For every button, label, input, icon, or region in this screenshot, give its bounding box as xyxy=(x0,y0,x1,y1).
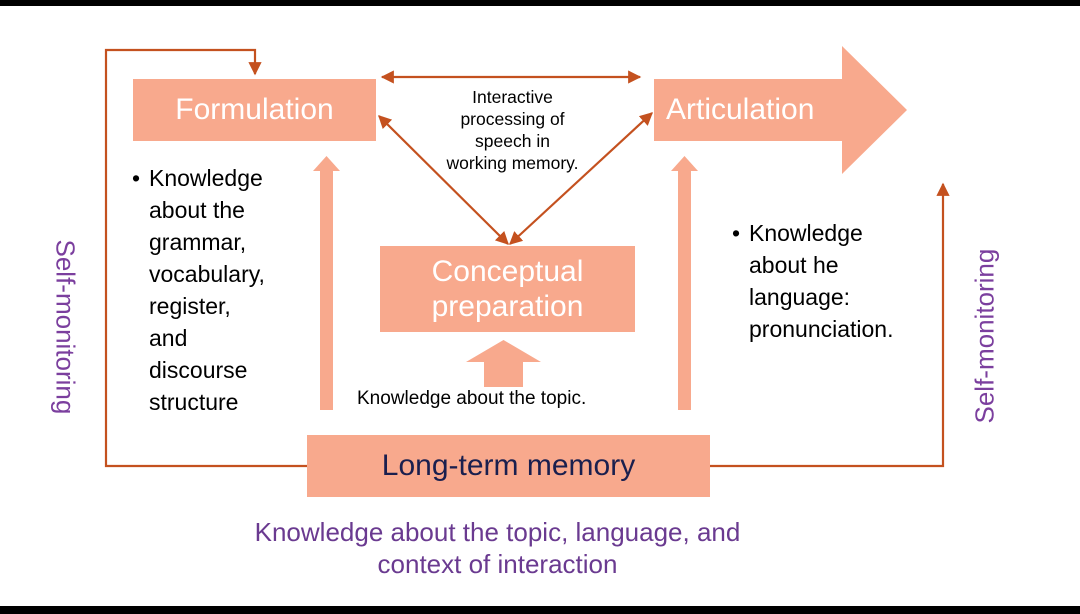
topic-knowledge-text: Knowledge about the topic. xyxy=(357,388,587,409)
articulation-knowledge-line: language: xyxy=(749,284,851,310)
articulation-knowledge-line: pronunciation. xyxy=(749,316,894,342)
articulation-arrow-shape xyxy=(654,46,907,174)
articulation-knowledge-list: • Knowledge about he language: pronuncia… xyxy=(732,217,942,345)
self-monitoring-left-label: Self-monitoring xyxy=(50,239,81,415)
formulation-knowledge-line: register, xyxy=(149,293,231,319)
conceptual-preparation-line-2: preparation xyxy=(431,290,584,323)
self-monitoring-right-loop xyxy=(710,182,950,468)
articulation-knowledge-line: about he xyxy=(749,252,839,278)
up-arrow-articulation xyxy=(671,156,698,410)
formulation-knowledge-line: and xyxy=(149,325,188,351)
long-term-memory-box: Long-term memory xyxy=(307,435,710,497)
connector-articulation-concept xyxy=(509,112,653,245)
formulation-knowledge-list: • Knowledge about the grammar, vocabular… xyxy=(132,162,307,418)
articulation-knowledge-line: Knowledge xyxy=(749,220,863,246)
bullet-dot: • xyxy=(732,220,741,246)
formulation-knowledge-line: discourse xyxy=(149,357,248,383)
interactive-processing-text: Interactive processing of speech in work… xyxy=(420,86,605,174)
interactive-line-2: processing of xyxy=(460,109,565,129)
conceptual-preparation-box: Conceptual preparation xyxy=(380,246,635,332)
up-arrow-concept xyxy=(466,340,541,387)
bullet-dot: • xyxy=(132,165,141,191)
bottom-caption-line-2: context of interaction xyxy=(377,549,618,579)
diagram-canvas: Formulation Articulation Conceptual prep… xyxy=(0,6,1080,606)
connector-formulation-concept xyxy=(378,115,509,245)
formulation-box: Formulation xyxy=(133,79,376,141)
diagram-connectors xyxy=(104,46,950,468)
formulation-knowledge-line: Knowledge xyxy=(149,165,263,191)
self-monitoring-left-loop xyxy=(104,48,307,468)
long-term-memory-label: Long-term memory xyxy=(381,449,636,482)
interactive-line-1: Interactive xyxy=(472,87,553,107)
formulation-label: Formulation xyxy=(175,93,334,126)
self-monitoring-right-label: Self-monitoring xyxy=(969,248,1000,424)
bottom-caption-line-1: Knowledge about the topic, language, and xyxy=(254,517,741,547)
bottom-caption: Knowledge about the topic, language, and… xyxy=(190,516,805,580)
formulation-knowledge-line: structure xyxy=(149,389,239,415)
up-arrow-formulation xyxy=(313,156,340,410)
articulation-label: Articulation xyxy=(666,93,815,126)
formulation-knowledge-line: vocabulary, xyxy=(149,261,265,287)
interactive-line-4: working memory. xyxy=(446,153,579,173)
formulation-knowledge-line: about the xyxy=(149,197,245,223)
interactive-line-3: speech in xyxy=(475,131,550,151)
formulation-knowledge-line: grammar, xyxy=(149,229,247,255)
conceptual-preparation-line-1: Conceptual xyxy=(431,255,584,288)
